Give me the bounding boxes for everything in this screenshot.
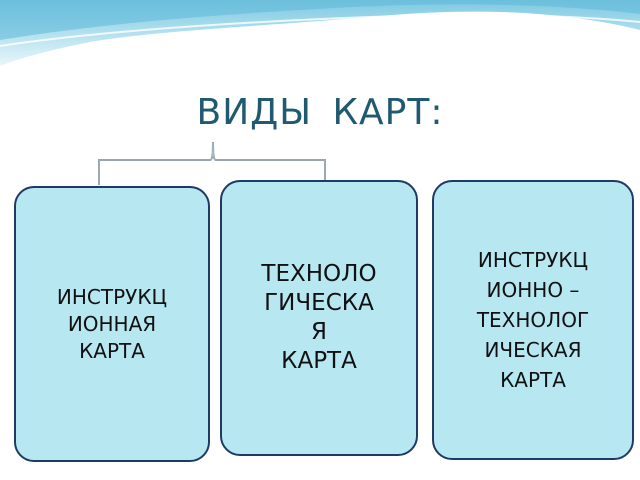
decorative-wave-header (0, 0, 640, 66)
card-instruction-map: ИНСТРУКЦ ИОННАЯ КАРТА (14, 186, 210, 462)
page-title: ВИДЫ КАРТ: (196, 92, 444, 133)
card-instruction-technological-map: ИНСТРУКЦ ИОННО – ТЕХНОЛОГ ИЧЕСКАЯ КАРТА (432, 180, 634, 460)
card-technological-map: ТЕХНОЛО ГИЧЕСКА Я КАРТА (220, 180, 418, 456)
